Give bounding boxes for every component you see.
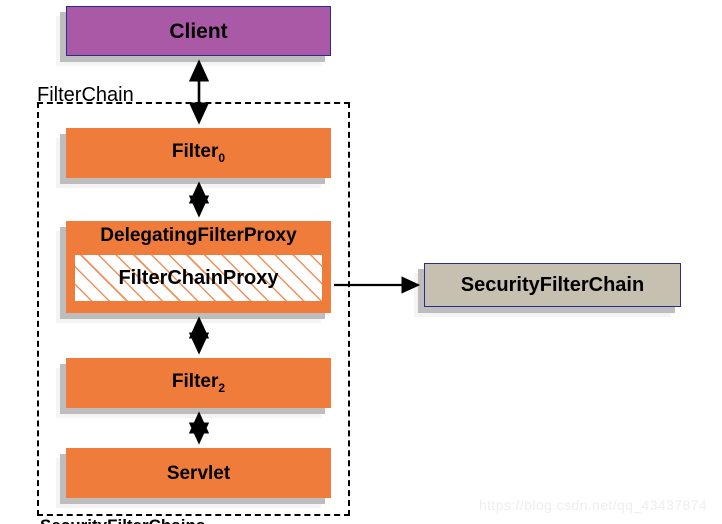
node-filter-0[interactable]: Filter0	[56, 128, 331, 188]
node-label-subscript: 0	[218, 150, 226, 165]
watermark: https://blog.csdn.net/qq_43437874	[479, 497, 708, 513]
node-label-text: Filter	[171, 141, 219, 163]
node-label: DelegatingFilterProxy	[100, 225, 297, 246]
node-face: Filter2	[66, 358, 331, 408]
node-label: Servlet	[166, 462, 231, 484]
node-face: DelegatingFilterProxy FilterChainProxy	[66, 221, 331, 313]
node-label: Filter2	[172, 372, 225, 394]
node-face: SecurityFilterChain	[424, 263, 681, 307]
node-security-filter-chain[interactable]: SecurityFilterChain	[414, 263, 681, 317]
node-face: Client	[66, 6, 331, 56]
node-label: Filter0	[172, 142, 225, 164]
node-filter-chain-proxy[interactable]: FilterChainProxy	[74, 254, 323, 302]
node-filter-2[interactable]: Filter2	[56, 358, 331, 418]
hatch-pattern	[75, 255, 322, 301]
node-label: SecurityFilterChain	[460, 274, 645, 296]
node-label-text: Filter	[171, 371, 219, 393]
node-delegating-filter-proxy[interactable]: DelegatingFilterProxy FilterChainProxy	[56, 221, 331, 323]
filterchain-container-label: FilterChain	[37, 84, 134, 106]
clipped-bottom-caption: SecurityFilterChains	[40, 516, 340, 524]
node-label-subscript: 2	[218, 380, 226, 395]
node-label: FilterChainProxy	[118, 267, 279, 289]
node-servlet[interactable]: Servlet	[56, 448, 331, 508]
node-face: Filter0	[66, 128, 331, 178]
node-label: Client	[169, 19, 228, 43]
node-client[interactable]: Client	[56, 6, 331, 66]
node-face: Servlet	[66, 448, 331, 498]
